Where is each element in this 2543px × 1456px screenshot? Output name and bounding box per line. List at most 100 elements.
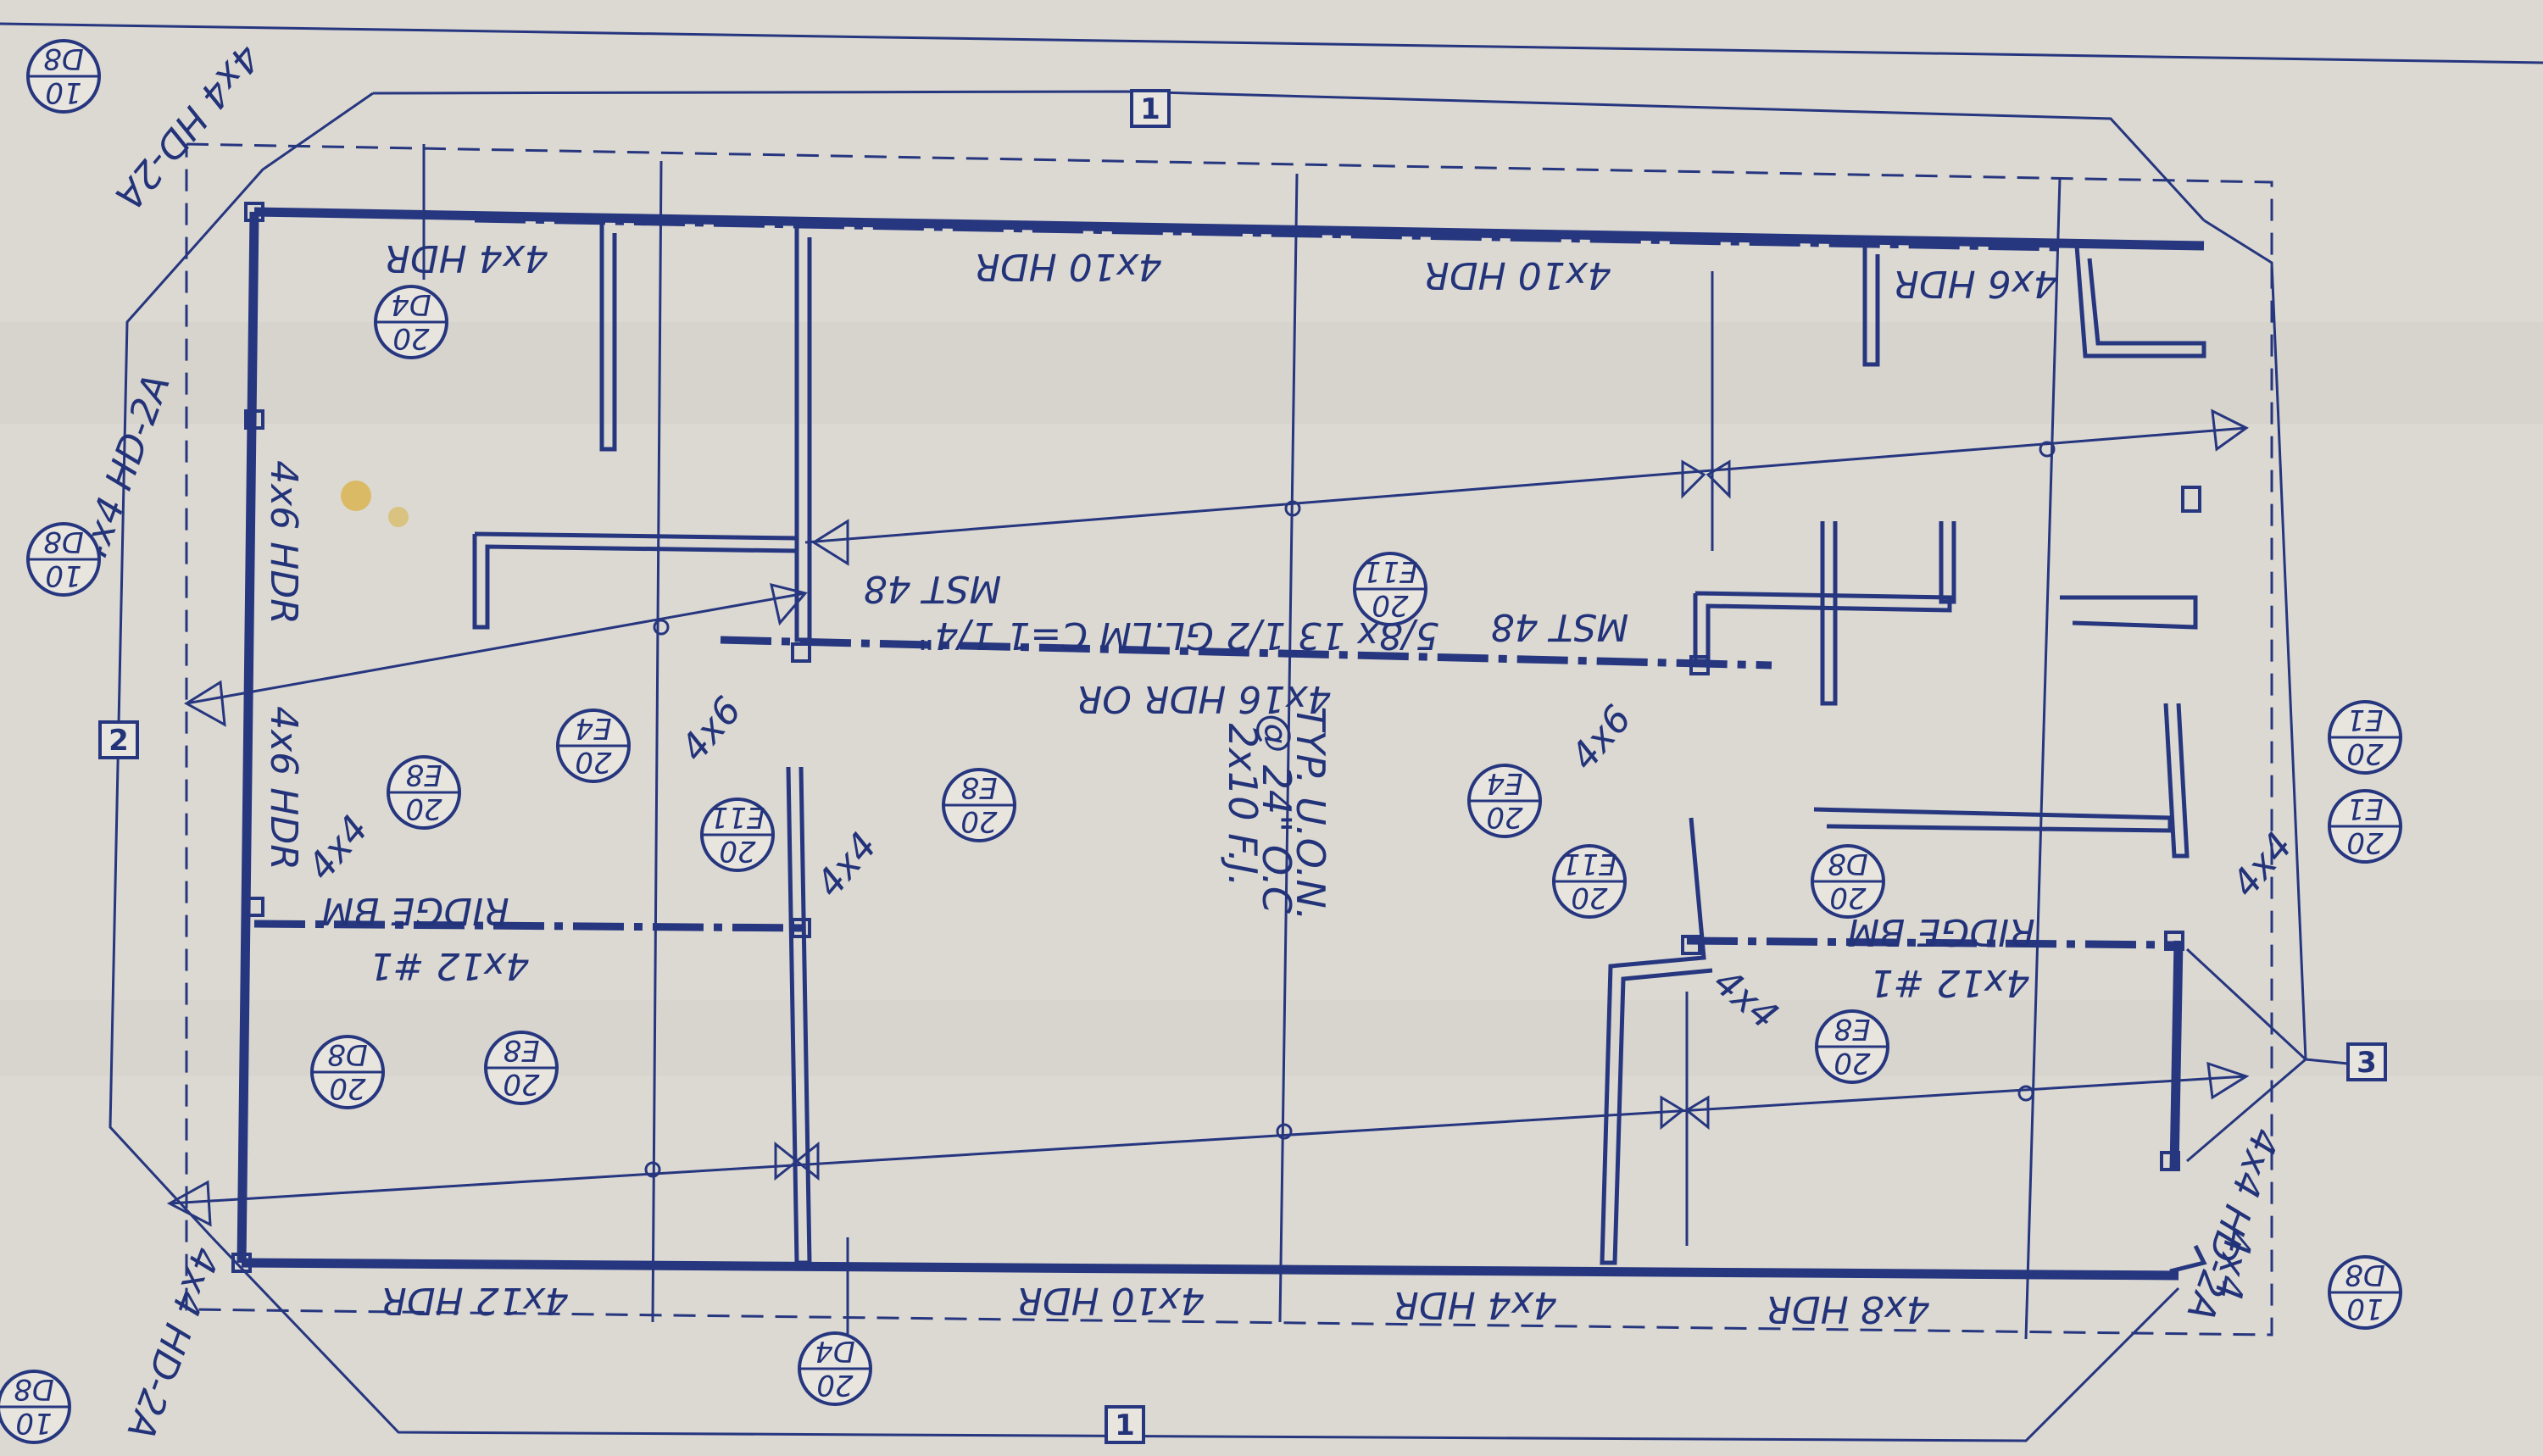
detail-tag-sheet: E1 [2346,703,2383,736]
detail-tag-number: 20 [960,804,997,838]
grid-box-label: 1 [1140,92,1160,126]
wall-left [236,211,259,1264]
label-ridge-left-size: 4x12 #1 [370,944,530,987]
grid-box-label: 1 [1115,1409,1135,1442]
interior-walls [472,220,2207,1274]
label-hdr-bot-3: 4x4 HDR [1393,1283,1557,1326]
label-hdr-top-3: 4x10 HDR [1423,253,1611,297]
detail-tag-number: 20 [329,1071,365,1105]
wall-right [2169,940,2184,1170]
reference-line-right [2203,219,2307,1060]
detail-tag-number: 20 [503,1067,539,1101]
detail-tag-sheet: E8 [960,770,997,804]
grid-box-label: 2 [109,724,129,758]
label-joist-note-3: TYP. U.O.N. [1288,706,1333,920]
grid-box-top: 1 [1130,89,1171,128]
label-ridge-left: RIDGE BM [321,889,509,932]
label-hdr-left-2: 4x6 HDR [262,706,305,870]
grid-box-left: 2 [98,720,139,759]
detail-tag-number: 20 [405,792,442,825]
detail-tag-sheet: D8 [14,1372,54,1406]
label-hdr-top-1: 4x4 HDR [384,236,548,280]
label-hdr-bot-1: 4x12 HDR [381,1279,569,1322]
grid-box-right: 3 [2346,1042,2387,1081]
label-mst-right: MST 48 [1491,605,1629,648]
detail-tag-sheet: E11 [1363,554,1418,588]
detail-tag-sheet: E8 [405,758,442,792]
detail-tag-sheet: E4 [1486,766,1522,800]
detail-tag-number: 20 [2346,736,2383,770]
label-beam-spec: 5/8x 13 1/2 GL.LM C=1 1/4" [917,614,1438,657]
stain-mark [388,507,409,527]
grid-lines [422,144,2062,1340]
grid-intersections [644,441,2056,1178]
detail-tag-sheet: E4 [575,711,611,745]
dashed-perimeter [185,142,2273,1337]
detail-tag-sheet: D8 [327,1037,368,1071]
posts [231,202,2201,1273]
detail-tag-sheet: E1 [2346,792,2383,825]
sheet-border-line [0,22,2543,64]
detail-tag-number: 20 [392,321,429,355]
detail-tag-number: 20 [575,745,611,779]
label-mst-left: MST 48 [864,567,1002,610]
reference-line-left [109,92,374,1239]
label-joist-note-2: @ 24" O.C [1254,714,1299,914]
ridge-beam-left [253,920,806,932]
detail-tag-sheet: E8 [1834,1012,1870,1046]
label-hdr-bot-4: 4x8 HDR [1766,1287,1930,1331]
label-ridge-right: RIDGE BM [1847,910,2034,953]
detail-tag-number: 20 [719,834,755,868]
label-beam-center: 4x16 HDR OR [1077,677,1332,720]
label-hdr-top-4: 4x6 HDR [1893,262,2057,305]
detail-tag-sheet: D8 [43,42,84,75]
detail-tag-number: 20 [2346,825,2383,859]
detail-tag-sheet: E11 [710,800,765,834]
paper-fold-band [0,1000,2543,1076]
detail-tag-sheet: D8 [43,525,84,559]
detail-tag-sheet: D4 [391,287,431,321]
detail-tag-number: 10 [15,1406,52,1440]
label-ridge-right-size: 4x12 #1 [1870,961,2030,1004]
detail-tag-number: 20 [1372,588,1408,622]
detail-tag-number: 10 [45,559,81,592]
label-hdr-left-1: 4x6 HDR [262,460,305,625]
header-line-top [474,214,2061,252]
grid-box-bottom: 1 [1105,1405,1145,1444]
grid-box-label: 3 [2357,1046,2377,1080]
stain-mark [341,481,371,511]
span-arrows [166,408,2349,1227]
header-line-bottom [355,1259,2078,1280]
detail-tag-number: 20 [1834,1046,1870,1080]
detail-tag-sheet: E8 [503,1033,539,1067]
reference-line-top [372,90,2206,222]
detail-tag-number: 20 [1571,881,1607,914]
reference-line-bottom [210,1236,2180,1442]
detail-tag-number: 20 [816,1368,853,1402]
label-hdr-top-2: 4x10 HDR [974,245,1162,288]
detail-tag-number: 10 [45,75,81,109]
detail-tag-number: 20 [1486,800,1522,834]
ridge-beam-right [1686,936,2179,949]
label-hdr-bot-2: 4x10 HDR [1016,1279,1205,1322]
